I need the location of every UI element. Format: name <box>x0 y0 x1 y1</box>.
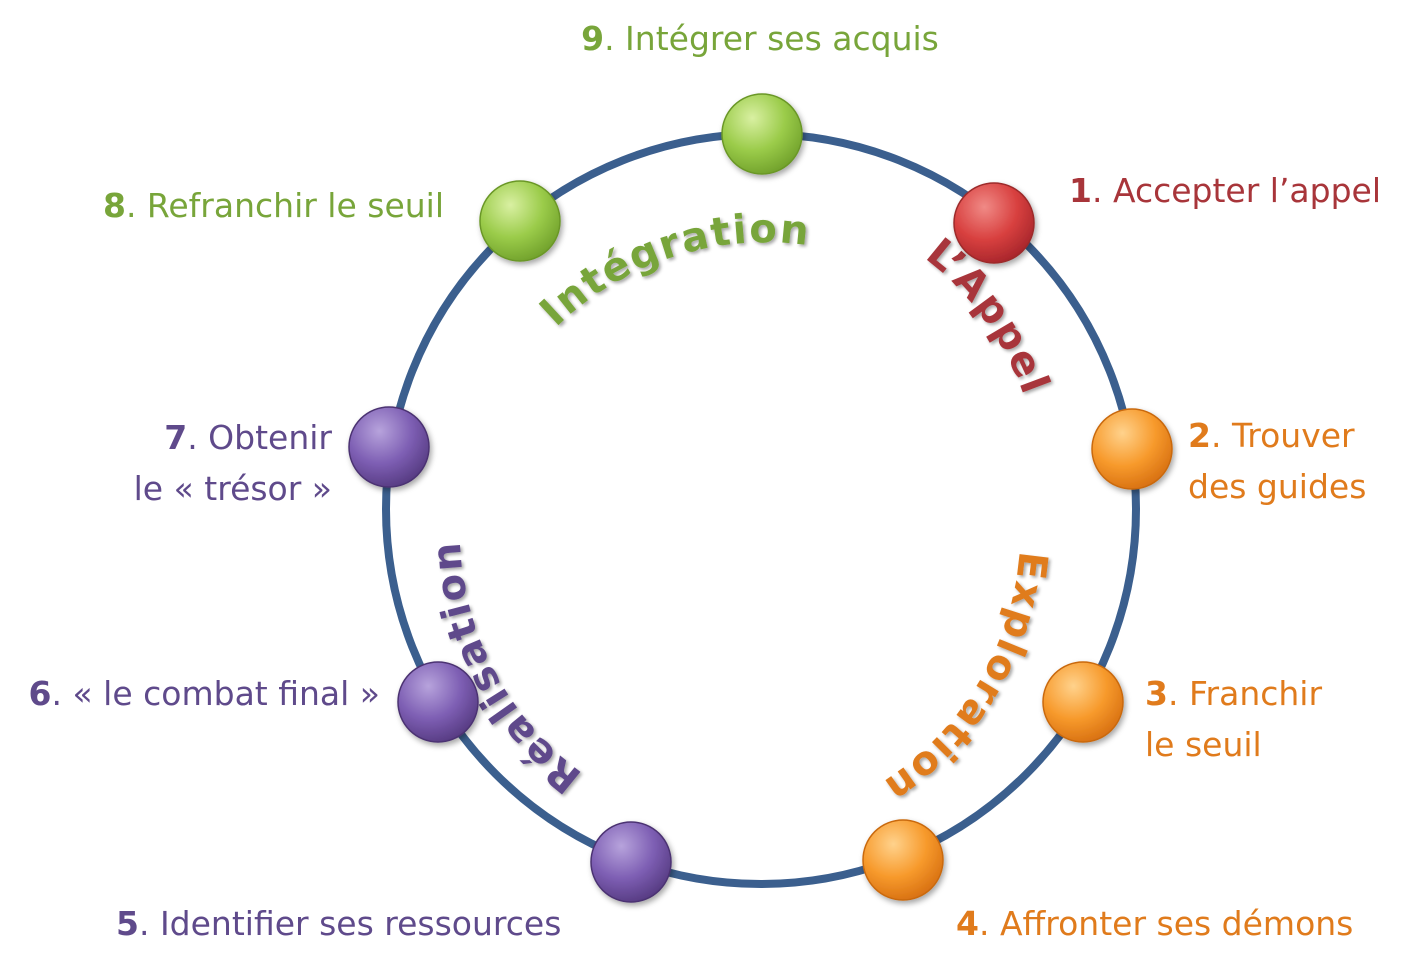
step-8-label: 8. Refranchir le seuil <box>102 186 444 225</box>
step-6-label: 6. « le combat final » <box>28 674 380 713</box>
step-9-label: 9. Intégrer ses acquis <box>581 19 939 58</box>
step-8-node <box>479 180 561 262</box>
step-2-node <box>1091 408 1173 490</box>
step-3-label: 3. Franchir le seuil <box>1145 674 1323 764</box>
step-1-node <box>953 182 1035 264</box>
step-9-node <box>721 93 803 175</box>
step-3-node <box>1042 661 1124 743</box>
step-4-label: 4. Affronter ses démons <box>956 904 1354 943</box>
step-7-node <box>348 406 430 488</box>
step-4-node <box>862 819 944 901</box>
step-5-node <box>590 821 672 903</box>
step-7-label: 7. Obtenir le « trésor » <box>133 418 332 508</box>
step-2-label: 2. Trouver des guides <box>1188 416 1367 506</box>
step-1-label: 1. Accepter l’appel <box>1069 171 1382 210</box>
step-5-label: 5. Identifier ses ressources <box>116 904 562 943</box>
phase-integration-label: Intégration <box>531 206 812 335</box>
step-6-node <box>397 661 479 743</box>
